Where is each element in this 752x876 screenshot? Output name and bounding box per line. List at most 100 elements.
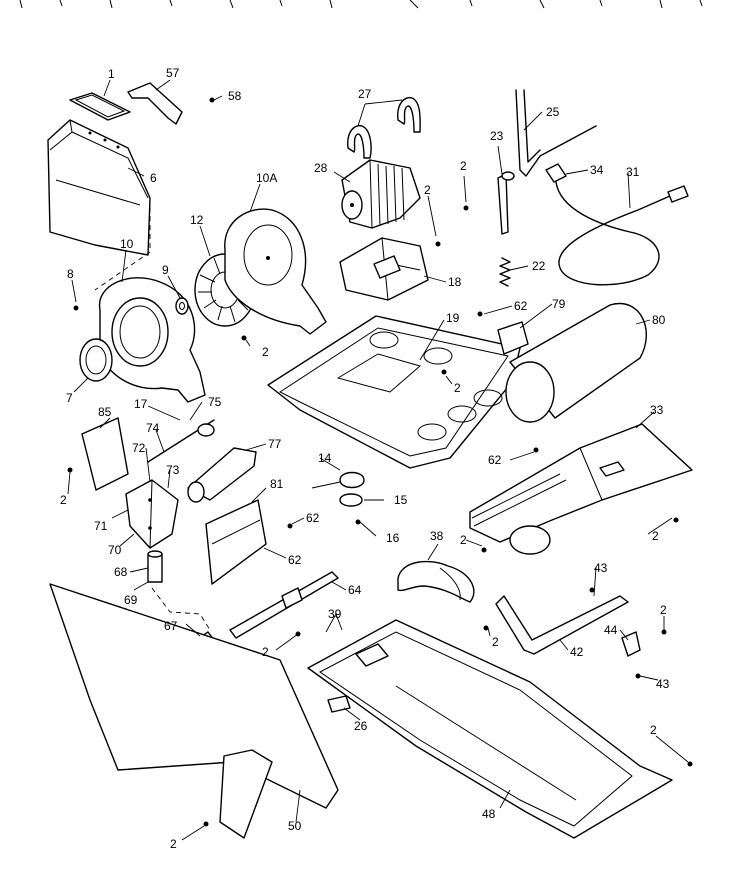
label-57: 57 — [166, 66, 180, 80]
label-19: 19 — [446, 311, 460, 325]
part-25-belt — [515, 89, 597, 177]
label-50: 50 — [288, 819, 302, 833]
label-79: 79 — [552, 297, 566, 311]
part-81-shield — [205, 499, 267, 585]
part-64-gas-pipe — [229, 571, 339, 639]
part-14-thermostat — [311, 471, 365, 489]
label-27: 27 — [358, 87, 372, 101]
label-26: 26 — [354, 719, 368, 733]
label-42: 42 — [570, 645, 584, 659]
label-70: 70 — [108, 543, 122, 557]
part-50-panel — [49, 583, 339, 839]
part-10-blower-housing — [98, 277, 206, 403]
part-1-grip — [69, 92, 131, 121]
label-17: 17 — [134, 397, 148, 411]
part-23-lever — [497, 171, 515, 235]
label-8: 8 — [67, 267, 74, 281]
label-25: 25 — [546, 105, 560, 119]
part-57-bracket — [127, 82, 183, 125]
label-2b: 2 — [460, 159, 467, 173]
label-64: 64 — [348, 583, 362, 597]
label-85: 85 — [98, 405, 112, 419]
label-75: 75 — [208, 395, 222, 409]
label-15: 15 — [394, 493, 408, 507]
label-14: 14 — [318, 451, 332, 465]
part-74-75-igniter — [147, 419, 215, 463]
label-62d: 62 — [288, 553, 302, 567]
label-2c: 2 — [424, 183, 431, 197]
label-80: 80 — [652, 313, 666, 327]
label-2f: 2 — [460, 533, 467, 547]
label-31: 31 — [626, 165, 640, 179]
part-9-washer — [175, 297, 189, 315]
scan-edge-marks — [19, 0, 703, 9]
label-81: 81 — [270, 477, 284, 491]
label-18: 18 — [448, 275, 462, 289]
callout-labels: 1 57 58 6 10 10A 12 9 8 7 2 27 28 2 2 18… — [60, 66, 670, 851]
label-68: 68 — [114, 565, 128, 579]
label-2l: 2 — [170, 837, 177, 851]
part-18-motor-mount — [339, 237, 429, 301]
label-44: 44 — [604, 623, 618, 637]
part-85-plate — [81, 417, 129, 491]
label-1: 1 — [108, 67, 115, 81]
label-6: 6 — [150, 171, 157, 185]
part-80-drum — [505, 302, 648, 423]
part-19-base-pan — [267, 315, 521, 469]
label-72: 72 — [132, 441, 146, 455]
label-62c: 62 — [306, 511, 320, 525]
label-22: 22 — [532, 259, 546, 273]
label-39: 39 — [328, 607, 342, 621]
part-7-seal — [79, 338, 113, 382]
label-62a: 62 — [514, 299, 528, 313]
label-33: 33 — [650, 403, 664, 417]
part-42-rail — [495, 595, 629, 655]
part-10a-blower-back — [224, 208, 327, 335]
label-48: 48 — [482, 807, 496, 821]
label-10a: 10A — [256, 171, 277, 185]
label-62b: 62 — [488, 453, 502, 467]
label-74: 74 — [146, 421, 160, 435]
label-10: 10 — [120, 237, 134, 251]
label-2i: 2 — [492, 635, 499, 649]
label-73: 73 — [166, 463, 180, 477]
label-16: 16 — [386, 531, 400, 545]
label-38: 38 — [430, 529, 444, 543]
part-48-base-frame — [307, 619, 673, 839]
part-34-connector — [545, 163, 567, 183]
part-28-motor — [341, 159, 421, 229]
label-9: 9 — [162, 263, 169, 277]
part-6-duct — [47, 119, 151, 291]
label-58: 58 — [228, 89, 242, 103]
part-15-sensor — [339, 493, 363, 507]
label-34: 34 — [590, 163, 604, 177]
label-28: 28 — [314, 161, 328, 175]
label-2k: 2 — [650, 723, 657, 737]
part-77-burner-tube — [187, 447, 257, 503]
screws — [67, 97, 693, 827]
label-2d: 2 — [454, 381, 461, 395]
part-31-power-cord — [555, 181, 689, 286]
label-2j: 2 — [660, 603, 667, 617]
label-77: 77 — [268, 437, 282, 451]
label-2a: 2 — [262, 345, 269, 359]
part-68-coil — [147, 550, 163, 583]
part-38-elbow — [397, 560, 475, 603]
label-71: 71 — [94, 519, 108, 533]
part-33-heater-housing — [469, 423, 693, 555]
label-43b: 43 — [656, 677, 670, 691]
leader-lines — [67, 79, 689, 841]
label-12: 12 — [190, 213, 204, 227]
label-7: 7 — [66, 391, 73, 405]
label-67: 67 — [164, 619, 178, 633]
label-23: 23 — [490, 129, 504, 143]
label-69: 69 — [124, 593, 138, 607]
label-2e: 2 — [60, 493, 67, 507]
label-43a: 43 — [594, 561, 608, 575]
part-27-clips — [347, 96, 421, 159]
part-79-bracket — [497, 321, 529, 355]
part-22-spring — [499, 257, 511, 287]
part-72-valve-body — [125, 479, 179, 549]
label-2h: 2 — [262, 645, 269, 659]
